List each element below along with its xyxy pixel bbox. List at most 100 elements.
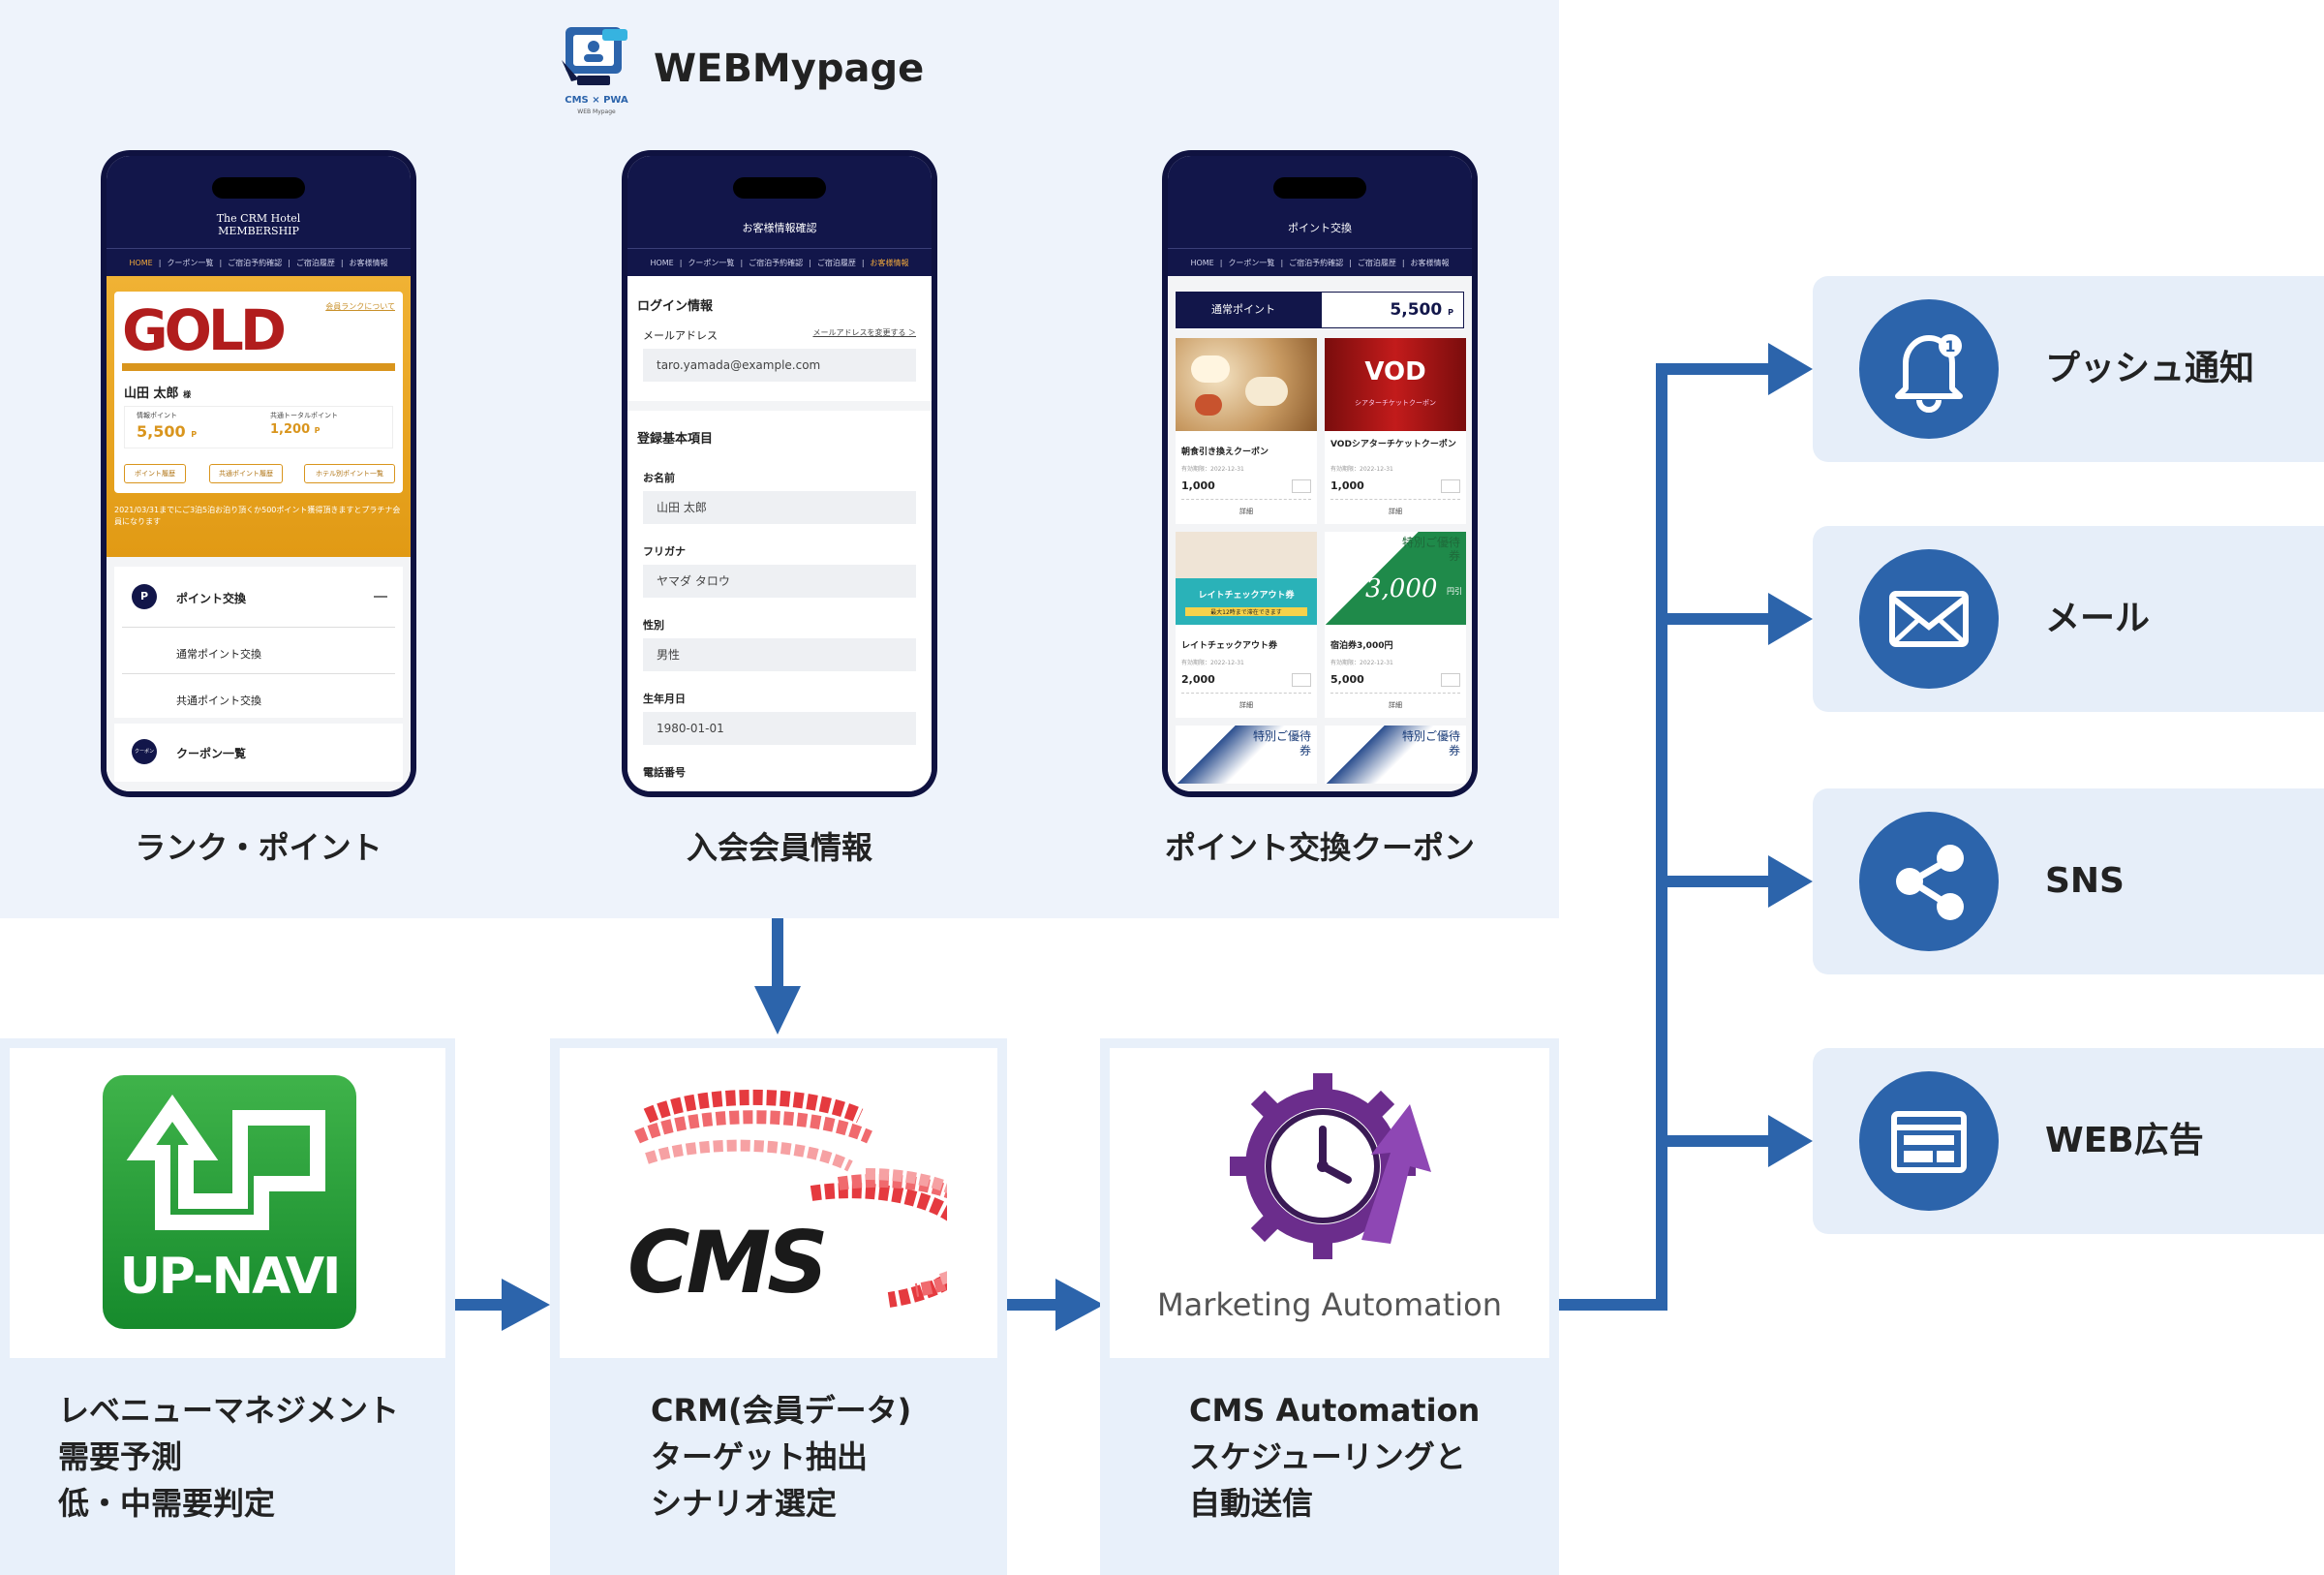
points-value: 5,500 P (137, 422, 198, 441)
coupon-card[interactable]: 朝食引き換えクーポン 有効期限：2022-12-31 1,000 詳細 (1176, 338, 1317, 524)
nav-home[interactable]: HOME (650, 258, 674, 267)
coupon-name: VODシアターチケットクーポン (1330, 440, 1456, 449)
quantity-box[interactable] (1292, 479, 1311, 493)
coupon-card[interactable]: レイトチェックアウト券 最大12時まで滞在できます レイトチェックアウト券 有効… (1176, 532, 1317, 718)
divider (1330, 499, 1460, 501)
nav-reservation[interactable]: ご宿泊予約確認 (228, 258, 283, 267)
quantity-box[interactable] (1441, 479, 1460, 493)
nav-home[interactable]: HOME (129, 258, 153, 267)
email-change-link[interactable]: メールアドレスを変更する ＞ (812, 328, 916, 337)
late-checkout-subtext: 最大12時まで滞在できます (1185, 607, 1307, 616)
nav-coupons[interactable]: クーポン一覧 (1228, 258, 1275, 267)
menu-sub-normal[interactable]: 通常ポイント交換 (176, 648, 261, 661)
late-checkout-image: レイトチェックアウト券 最大12時まで滞在できます (1176, 532, 1317, 625)
divider (1330, 693, 1460, 695)
share-icon (1859, 812, 1999, 951)
nav-reservation[interactable]: ご宿泊予約確認 (749, 258, 804, 267)
email-field[interactable]: taro.yamada@example.com (643, 349, 916, 382)
channel-label: WEB広告 (2045, 1121, 2204, 1160)
phone-notch (1273, 177, 1366, 199)
phone-number-label: 電話番号 (643, 766, 686, 779)
phone-screen: The CRM Hotel MEMBERSHIP HOME| クーポン一覧| ご… (107, 156, 411, 791)
nav-profile[interactable]: お客様情報 (1410, 258, 1450, 267)
detail-link[interactable]: 詳細 (1239, 701, 1253, 709)
divider (122, 627, 395, 628)
phone-screen: お客様情報確認 HOME| クーポン一覧| ご宿泊予約確認| ご宿泊履歴| お客… (627, 156, 932, 791)
kana-label: フリガナ (643, 545, 686, 558)
menu-coupon-label: クーポン一覧 (176, 747, 247, 760)
channel-label: プッシュ通知 (2045, 349, 2255, 388)
nav-reservation[interactable]: ご宿泊予約確認 (1289, 258, 1344, 267)
divider (122, 673, 395, 674)
section-marketing-automation: Marketing Automation CMS Automation スケジュ… (1100, 1038, 1559, 1575)
quantity-box[interactable] (1292, 673, 1311, 687)
birth-field[interactable]: 1980-01-01 (643, 712, 916, 745)
quantity-box[interactable] (1441, 673, 1460, 687)
coupon-points: 1,000 (1330, 479, 1364, 492)
ma-logo-text: Marketing Automation (1156, 1286, 1503, 1323)
birth-label: 生年月日 (643, 693, 686, 705)
voucher-amount: 3,000 (1365, 574, 1438, 603)
coupon-card[interactable]: 特別ご優待券 (1325, 726, 1466, 784)
screen-header: ポイント交換 (1168, 156, 1472, 248)
nav-coupons[interactable]: クーポン一覧 (167, 258, 214, 267)
point-balance: 通常ポイント 5,500 P (1176, 292, 1464, 328)
coupon-card[interactable]: VOD シアターチケットクーポン VODシアターチケットクーポン 有効期限：20… (1325, 338, 1466, 524)
divider (1181, 693, 1311, 695)
menu-coupon-list[interactable]: クーポン クーポン一覧 (114, 724, 403, 782)
phone-screen: ポイント交換 HOME| クーポン一覧| ご宿泊予約確認| ご宿泊履歴| お客様… (1168, 156, 1472, 791)
rank-notice: 2021/03/31までにご3泊5泊お泊り頂くか500ポイント獲得頂きますとプラ… (114, 506, 401, 526)
clock-gear-icon (1230, 1073, 1431, 1259)
late-checkout-text: レイトチェックアウト券 (1198, 591, 1295, 601)
nav-home[interactable]: HOME (1190, 258, 1214, 267)
cms-description: CRM(会員データ) ターゲット抽出 シナリオ選定 (651, 1392, 912, 1522)
coupon-points: 1,000 (1181, 479, 1215, 492)
balance-label: 通常ポイント (1177, 293, 1322, 327)
coupon-expiry: 有効期限：2022-12-31 (1181, 660, 1244, 666)
hotel-points-button[interactable]: ホテル別ポイント一覧 (304, 464, 395, 483)
nav-coupons[interactable]: クーポン一覧 (688, 258, 735, 267)
cms-logo-text: CMS (627, 1213, 829, 1312)
caption-rank-points: ランク・ポイント (135, 829, 382, 866)
voucher-tag: 特別ご優待券 (1401, 729, 1460, 757)
phone-notch (212, 177, 305, 199)
point-history-button[interactable]: ポイント履歴 (124, 464, 186, 483)
vod-image: VOD シアターチケットクーポン (1325, 338, 1466, 431)
breakfast-image (1176, 338, 1317, 431)
menu-point-exchange[interactable]: P ポイント交換 通常ポイント交換 共通ポイント交換 (114, 567, 403, 718)
nav-profile[interactable]: お客様情報 (349, 258, 388, 267)
detail-link[interactable]: 詳細 (1389, 701, 1402, 709)
coupon-area: 通常ポイント 5,500 P 朝食引き換えクーポン 有効期限：2022-12-3… (1168, 276, 1472, 791)
coupon-points: 2,000 (1181, 673, 1215, 686)
detail-link[interactable]: 詳細 (1389, 508, 1402, 515)
rank-bar (122, 363, 395, 371)
nav-history[interactable]: ご宿泊履歴 (1357, 258, 1396, 267)
webmypage-logo: CMS × PWA WEB Mypage (558, 21, 635, 118)
cms-logo-graphic (634, 1089, 947, 1308)
stay-voucher-image: 特別ご優待券 3,000 円引 (1325, 532, 1466, 625)
gender-field[interactable]: 男性 (643, 638, 916, 671)
nav-profile[interactable]: お客様情報 (870, 258, 909, 267)
channel-web-ad: WEB広告 (1813, 1048, 2324, 1234)
web-ad-icon (1859, 1071, 1999, 1211)
kana-field[interactable]: ヤマダ タロウ (643, 565, 916, 598)
up-navi-logo-box: UP-NAVI (10, 1048, 445, 1358)
up-arrow-icon (126, 1095, 325, 1230)
detail-link[interactable]: 詳細 (1239, 508, 1253, 515)
nav-history[interactable]: ご宿泊履歴 (295, 258, 335, 267)
screen-title: ポイント交換 (1288, 222, 1352, 234)
brand-title: WEBMypage (654, 46, 925, 91)
shared-point-history-button[interactable]: 共通ポイント履歴 (209, 464, 283, 483)
coupon-points: 5,000 (1330, 673, 1364, 686)
collapse-icon[interactable] (374, 596, 387, 598)
section-divider (627, 401, 932, 411)
name-field[interactable]: 山田 太郎 (643, 491, 916, 524)
screen-header: The CRM Hotel MEMBERSHIP (107, 156, 411, 248)
rank-info-link[interactable]: 会員ランクについて (325, 302, 395, 311)
nav-history[interactable]: ご宿泊履歴 (816, 258, 856, 267)
menu-sub-shared[interactable]: 共通ポイント交換 (176, 695, 261, 707)
voucher-unit: 円引 (1447, 587, 1462, 596)
coupon-card[interactable]: 特別ご優待券 (1176, 726, 1317, 784)
rank-card: GOLD 会員ランクについて 山田 太郎 様 情報ポイント 5,500 P 共通… (114, 292, 403, 493)
coupon-card[interactable]: 特別ご優待券 3,000 円引 宿泊券3,000円 有効期限：2022-12-3… (1325, 532, 1466, 718)
